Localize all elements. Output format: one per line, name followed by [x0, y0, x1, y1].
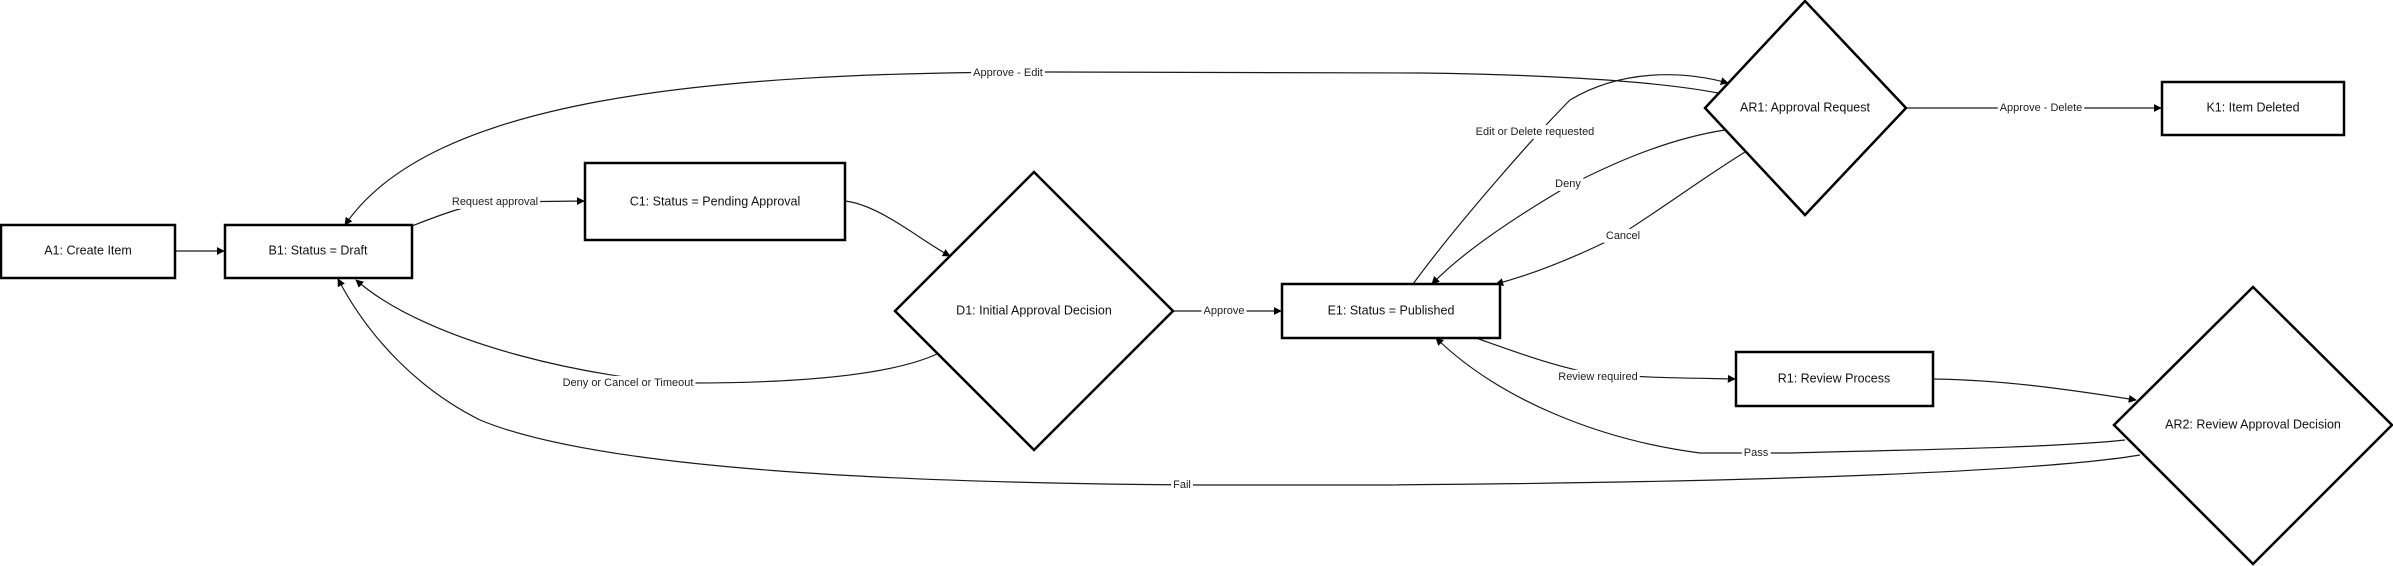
edge-c1-d1[interactable]	[844, 200, 951, 257]
edge-ar1-e1-cancel[interactable]	[1495, 151, 1746, 287]
node-label: B1: Status = Draft	[268, 243, 368, 257]
edge-ar2-e1[interactable]	[1435, 337, 2126, 454]
edge-ar2-b1[interactable]	[337, 278, 2141, 486]
node-ar1-approval-request[interactable]: AR1: Approval Request	[1703, 0, 1908, 217]
edge-label-approve: Approve	[1201, 303, 1247, 318]
edge-e1-ar1[interactable]	[1412, 74, 1729, 285]
edge-label-text: Request approval	[452, 196, 538, 208]
node-label: AR1: Approval Request	[1740, 100, 1870, 114]
node-d1-initial-approval-decision[interactable]: D1: Initial Approval Decision	[893, 170, 1175, 452]
edge-label-approve-delete: Approve - Delete	[1997, 100, 2085, 115]
edges	[175, 71, 2162, 486]
edge-label-text: Edit or Delete requested	[1476, 126, 1595, 138]
edge-label-deny-cancel-timeout: Deny or Cancel or Timeout	[560, 375, 696, 390]
node-label: K1: Item Deleted	[2206, 100, 2299, 114]
node-e1-status-published[interactable]: E1: Status = Published	[1280, 282, 1502, 340]
edge-ar1-e1-deny[interactable]	[1431, 129, 1726, 285]
edge-label-approve-edit: Approve - Edit	[971, 65, 1045, 80]
node-r1-review-process[interactable]: R1: Review Process	[1734, 350, 1935, 408]
edge-label-text: Deny or Cancel or Timeout	[563, 377, 694, 389]
edge-label-text: Fail	[1173, 479, 1191, 491]
edge-label-pass: Pass	[1741, 445, 1771, 460]
edge-label-text: Approve - Edit	[973, 67, 1043, 79]
edge-label-text: Pass	[1744, 447, 1769, 459]
edge-r1-ar2[interactable]	[1932, 378, 2137, 403]
node-label: A1: Create Item	[44, 243, 132, 257]
node-k1-item-deleted[interactable]: K1: Item Deleted	[2160, 80, 2346, 137]
node-a1-create-item[interactable]: A1: Create Item	[0, 223, 177, 280]
edge-label-text: Deny	[1555, 178, 1581, 190]
edge-label-review-required: Review required	[1556, 369, 1640, 384]
edge-label-text: Review required	[1558, 371, 1637, 383]
node-label: AR2: Review Approval Decision	[2165, 417, 2341, 431]
edge-label-request-approval: Request approval	[449, 194, 541, 209]
edge-label-deny: Deny	[1553, 176, 1584, 191]
edge-label-cancel: Cancel	[1603, 228, 1643, 243]
edge-labels: Request approval Approve Deny or Cancel …	[449, 65, 2085, 492]
edge-label-text: Cancel	[1606, 230, 1640, 242]
edge-label-edit-delete-requested: Edit or Delete requested	[1473, 124, 1597, 139]
edge-d1-b1[interactable]	[355, 279, 938, 384]
edge-label-text: Approve - Delete	[2000, 102, 2083, 114]
edge-label-fail: Fail	[1171, 477, 1193, 492]
node-label: C1: Status = Pending Approval	[630, 194, 801, 208]
node-label: R1: Review Process	[1778, 371, 1891, 385]
node-label: E1: Status = Published	[1328, 303, 1455, 317]
node-c1-pending-approval[interactable]: C1: Status = Pending Approval	[583, 161, 847, 242]
edge-label-text: Approve	[1204, 305, 1245, 317]
node-b1-status-draft[interactable]: B1: Status = Draft	[223, 223, 414, 280]
node-label: D1: Initial Approval Decision	[956, 303, 1112, 317]
edge-ar1-b1[interactable]	[344, 71, 1719, 226]
node-ar2-review-approval-decision[interactable]: AR2: Review Approval Decision	[2112, 285, 2393, 566]
